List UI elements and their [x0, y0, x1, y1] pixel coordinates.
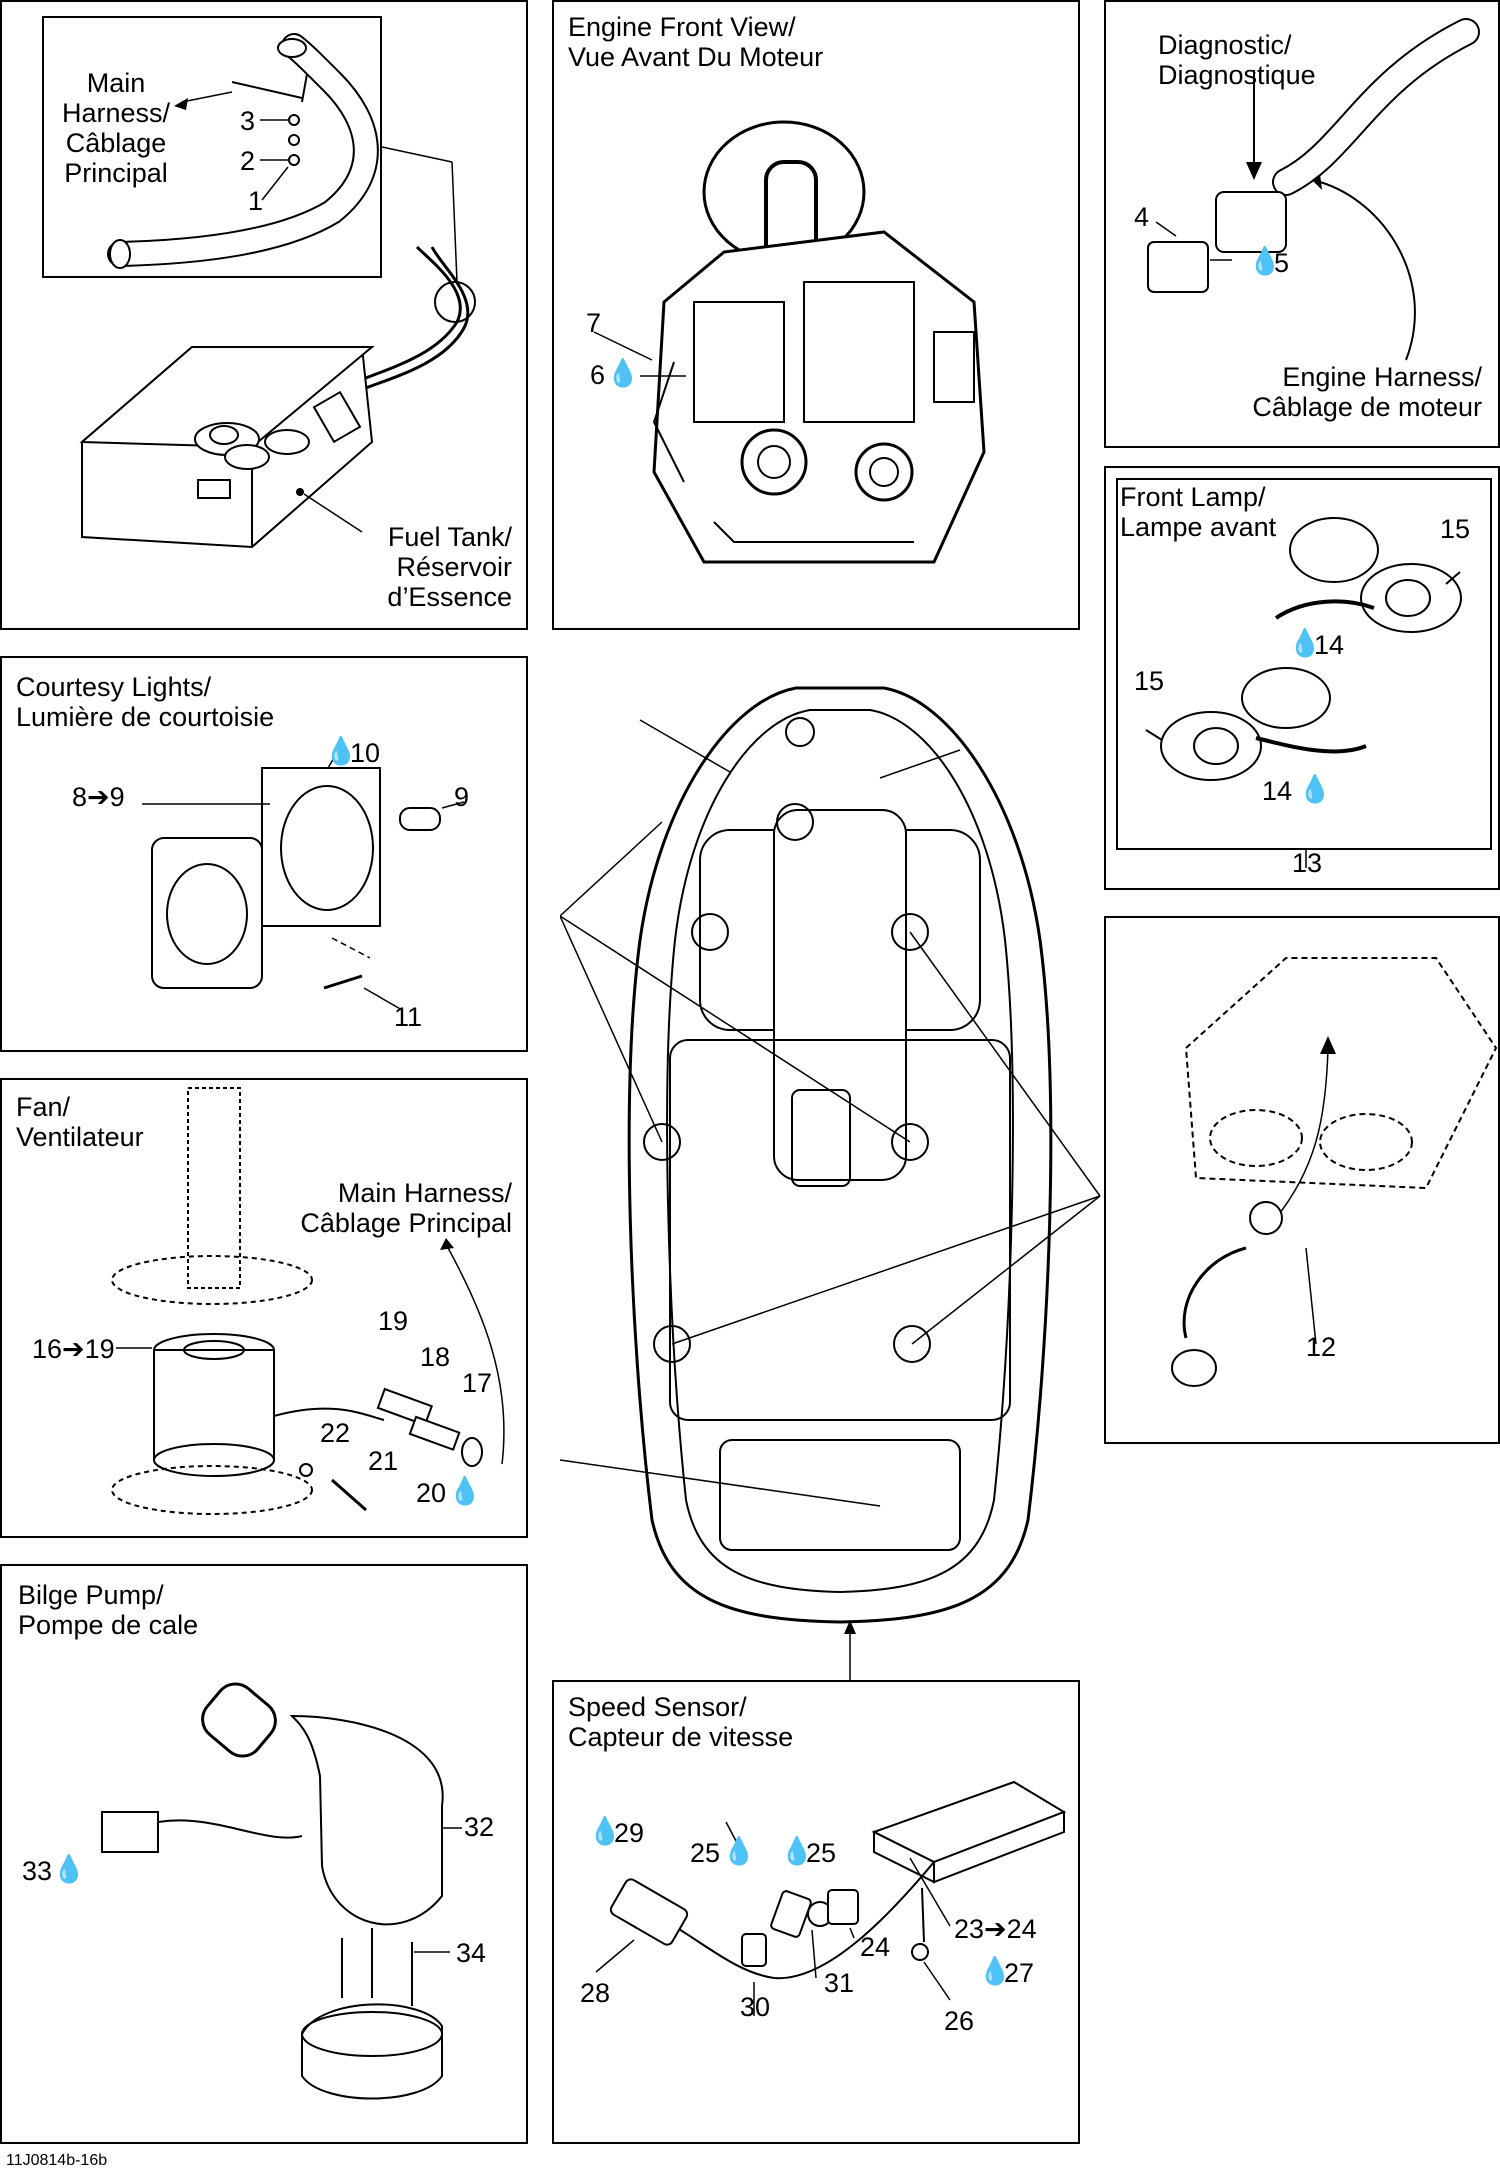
panel-title: Fan/ Ventilateur: [16, 1092, 144, 1152]
panel-title: Speed Sensor/ Capteur de vitesse: [568, 1692, 794, 1752]
courtesy-lights-drawing: [142, 743, 465, 1011]
callout-15-bottom: 15: [1134, 666, 1165, 696]
speed-sensor-drawing: [595, 1780, 1067, 2016]
callout-9: 9: [454, 782, 470, 812]
panel-switch-light: 12: [1104, 916, 1500, 1444]
label-engine-harness: Engine Harness/ Câblage de moteur: [1252, 362, 1482, 422]
callout-7: 7: [586, 308, 602, 338]
callout-6: 6: [590, 360, 606, 390]
callout-27: 27: [1004, 1958, 1035, 1988]
callout-4: 4: [1134, 202, 1150, 232]
callout-2: 2: [240, 146, 256, 176]
callout-10: 10: [350, 738, 381, 768]
callout-11: 11: [394, 1002, 423, 1032]
panel-front-lamp: Front Lamp/ Lampe avant 15 💧 14 15 14 💧 …: [1104, 466, 1500, 890]
callout-33: 33: [22, 1856, 53, 1886]
diagnostic-drawing: [1147, 18, 1480, 361]
panel-fan: Fan/ Ventilateur Main Harness/ Câblage P…: [0, 1078, 528, 1538]
callout-14-bottom: 14: [1262, 776, 1293, 806]
callout-12: 12: [1306, 1332, 1337, 1362]
panel-title: Diagnostic/ Diagnostique: [1158, 30, 1316, 90]
callout-16-19: 16➔19: [32, 1334, 115, 1364]
callout-13: 13: [1292, 848, 1323, 878]
callout-28: 28: [580, 1978, 611, 2008]
callout-31: 31: [824, 1968, 855, 1998]
sealant-drop-icon: 💧: [978, 1956, 1012, 1986]
panel-engine-front-view: Engine Front View/ Vue Avant Du Moteur 7…: [552, 0, 1080, 630]
callout-8-9: 8➔9: [72, 782, 125, 812]
label-fuel-tank: Fuel Tank/ Réservoir d’Essence: [387, 522, 512, 612]
sealant-drop-icon: 💧: [588, 1816, 622, 1846]
arrow-icon: [844, 1620, 856, 1680]
callout-29: 29: [614, 1818, 645, 1848]
engine-drawing: [593, 120, 986, 564]
sealant-drop-icon: 💧: [324, 736, 358, 766]
switch-light-drawing: [1171, 957, 1498, 1387]
callout-15-top: 15: [1440, 514, 1471, 544]
callout-23-24: 23➔24: [954, 1914, 1037, 1944]
panel-title: Bilge Pump/ Pompe de cale: [18, 1580, 199, 1640]
callout-18: 18: [420, 1342, 451, 1372]
sealant-drop-icon: 💧: [1288, 628, 1322, 658]
callout-30: 30: [740, 1992, 771, 2022]
sealant-drop-icon: 💧: [52, 1854, 86, 1884]
callout-20: 20: [416, 1478, 447, 1508]
fan-drawing: [111, 1087, 505, 1515]
callout-3: 3: [240, 106, 256, 136]
callout-19: 19: [378, 1306, 409, 1336]
panel-title: Courtesy Lights/ Lumière de courtoisie: [16, 672, 275, 732]
sealant-drop-icon: 💧: [1298, 774, 1332, 804]
fuel-tank-drawing: [79, 33, 476, 549]
callout-1: 1: [248, 186, 264, 216]
panel-bilge-pump: Bilge Pump/ Pompe de cale 32 33 💧 34: [0, 1564, 528, 2144]
panel-courtesy-lights: Courtesy Lights/ Lumière de courtoisie 💧…: [0, 656, 528, 1052]
sealant-drop-icon: 💧: [780, 1836, 814, 1866]
callout-34: 34: [456, 1938, 487, 1968]
label-main-harness: Main Harness/ Câblage Principal: [300, 1178, 512, 1238]
callout-25-right: 25: [806, 1838, 837, 1868]
hull-drawing: [560, 686, 1101, 1624]
label-main-harness: Main Harness/ Câblage Principal: [61, 68, 171, 188]
callout-17: 17: [462, 1368, 493, 1398]
callout-14-top: 14: [1314, 630, 1345, 660]
sealant-drop-icon: 💧: [448, 1476, 482, 1506]
sealant-drop-icon: 💧: [1248, 246, 1282, 276]
panel-title: Front Lamp/ Lampe avant: [1120, 482, 1277, 542]
sealant-drop-icon: 💧: [722, 1836, 756, 1866]
front-lamp-drawing: [1145, 517, 1462, 868]
callout-32: 32: [464, 1812, 495, 1842]
callout-26: 26: [944, 2006, 975, 2036]
panel-title: Engine Front View/ Vue Avant Du Moteur: [568, 12, 824, 72]
sealant-drop-icon: 💧: [606, 358, 640, 388]
callout-22: 22: [320, 1418, 351, 1448]
callout-25-left: 25: [690, 1838, 721, 1868]
callout-5: 5: [1274, 248, 1290, 278]
panel-diagnostic: Diagnostic/ Diagnostique Engine Harness/…: [1104, 0, 1500, 448]
panel-speed-sensor: Speed Sensor/ Capteur de vitesse 💧 29 25…: [552, 1680, 1080, 2144]
callout-21: 21: [368, 1446, 399, 1476]
panel-fuel-tank: Main Harness/ Câblage Principal Fuel Tan…: [0, 0, 528, 630]
bilge-pump-drawing: [101, 1682, 462, 2100]
drawing-code: 11J0814b-16b: [6, 2152, 108, 2169]
callout-24: 24: [860, 1932, 891, 1962]
